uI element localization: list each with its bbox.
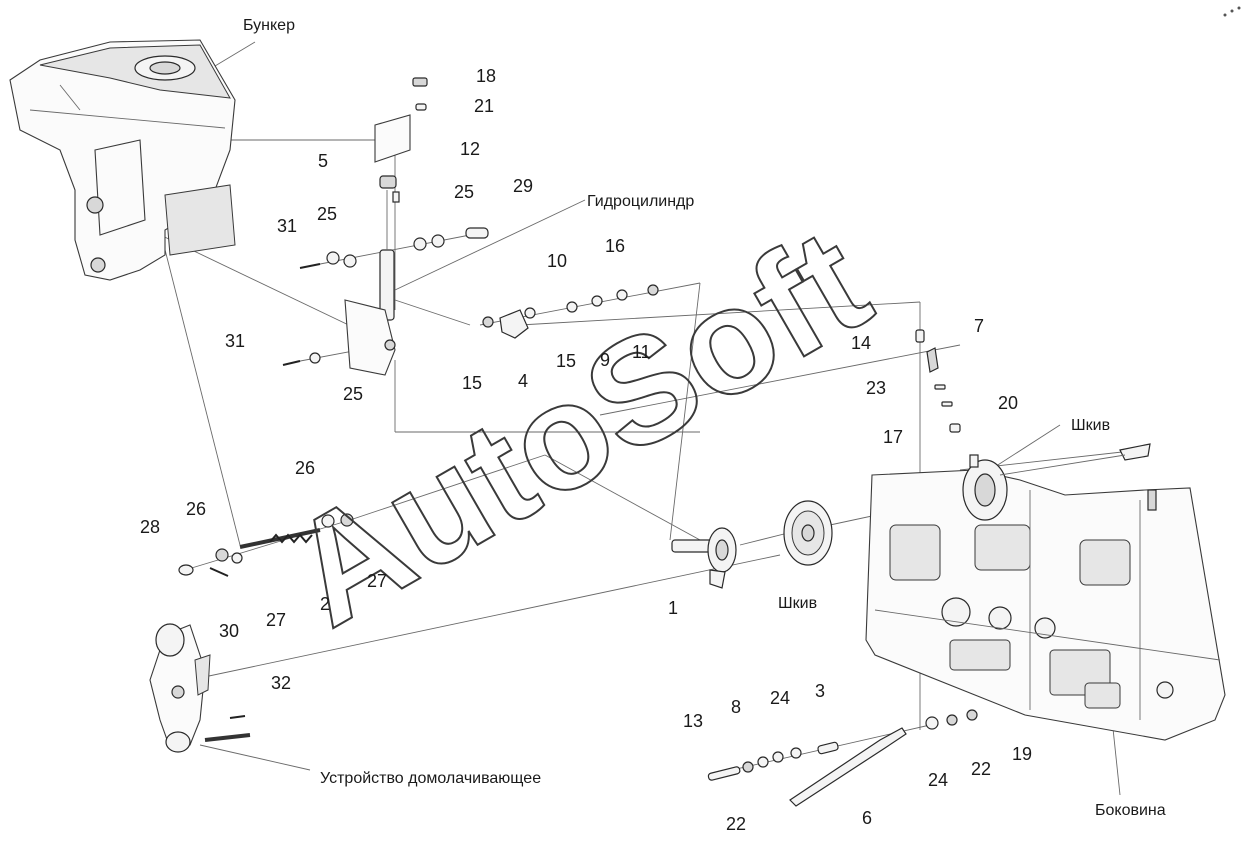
threshing-device	[149, 623, 251, 753]
callout-4: 4	[518, 371, 528, 391]
callout-3: 3	[815, 681, 825, 701]
callout-11: 11	[632, 342, 651, 362]
spring-rod	[178, 513, 354, 577]
callout-30: 30	[219, 621, 239, 641]
pulley-assembly	[671, 500, 833, 589]
callout-19: 19	[1012, 744, 1032, 764]
corner-mark	[1223, 6, 1241, 17]
callout-5: 5	[318, 151, 328, 171]
callout-21: 21	[474, 96, 494, 116]
assembly-labels: Бункер Гидроцилиндр Шкив Шкив Устройство…	[243, 17, 1166, 819]
washer-chain	[482, 284, 659, 339]
label-hydrocylinder: Гидроцилиндр	[587, 193, 694, 210]
callout-28: 28	[140, 517, 160, 537]
label-pulley-top: Шкив	[1071, 417, 1110, 434]
label-threshing-device: Устройство домолачивающее	[320, 770, 541, 787]
callout-13: 13	[683, 711, 703, 731]
callout-25-b: 25	[317, 204, 337, 224]
callout-2: 2	[320, 594, 330, 614]
callout-12: 12	[460, 139, 480, 159]
bunker-assembly	[9, 39, 236, 281]
callout-27-b: 27	[367, 571, 387, 591]
callout-24-b: 24	[928, 770, 948, 790]
lever-stack	[915, 329, 961, 433]
callout-9: 9	[600, 350, 610, 370]
tie-rod	[707, 709, 978, 807]
callout-23: 23	[866, 378, 886, 398]
label-pulley-mid: Шкив	[778, 595, 817, 612]
callout-16: 16	[605, 236, 625, 256]
callout-22-a: 22	[726, 814, 746, 834]
callout-20: 20	[998, 393, 1018, 413]
hydrocylinder-assembly	[282, 77, 489, 376]
part-numbers: 18 21 5 12 25 29 31 25 10 16 31 25 15 4 …	[140, 66, 1032, 834]
callout-32: 32	[271, 673, 291, 693]
callout-15-b: 15	[556, 351, 576, 371]
callout-25-c: 25	[343, 384, 363, 404]
label-bunker: Бункер	[243, 17, 295, 34]
callout-6: 6	[862, 808, 872, 828]
callout-22-b: 22	[971, 759, 991, 779]
callout-29: 29	[513, 176, 533, 196]
callout-7: 7	[974, 316, 984, 336]
callout-26-a: 26	[295, 458, 315, 478]
callout-27-a: 27	[266, 610, 286, 630]
callout-31-b: 31	[225, 331, 245, 351]
callout-17: 17	[883, 427, 903, 447]
callout-24-a: 24	[770, 688, 790, 708]
callout-14: 14	[851, 333, 871, 353]
callout-25-a: 25	[454, 182, 474, 202]
callout-31-a: 31	[277, 216, 297, 236]
svg-text:AutoSoft: AutoSoft	[262, 196, 894, 658]
callout-1: 1	[668, 598, 678, 618]
callout-15-a: 15	[462, 373, 482, 393]
callout-10: 10	[547, 251, 567, 271]
side-wall-frame	[865, 443, 1226, 741]
callout-18: 18	[476, 66, 496, 86]
callout-26-b: 26	[186, 499, 206, 519]
watermark: AutoSoft	[261, 195, 895, 659]
label-side-wall: Боковина	[1095, 802, 1166, 819]
callout-8: 8	[731, 697, 741, 717]
